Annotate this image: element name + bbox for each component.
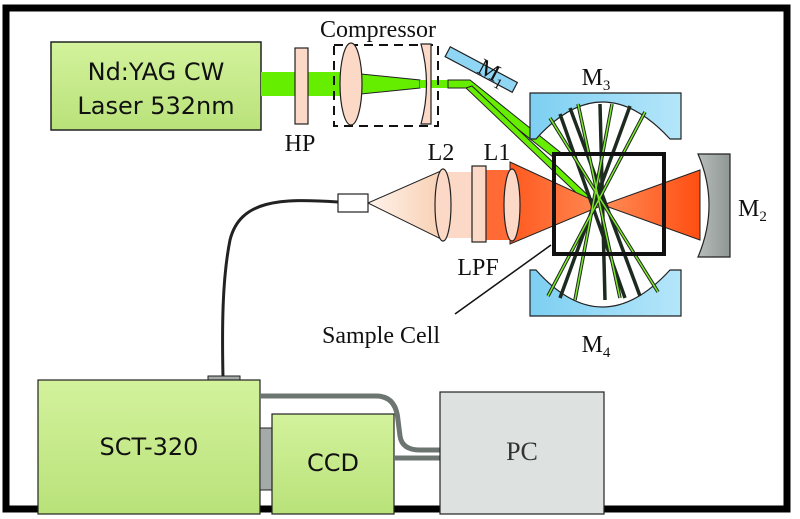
computer: PC [439, 391, 605, 515]
sample-cell-leader-line [454, 244, 552, 315]
mirror-m2: M2 [697, 153, 767, 258]
collection-optics: L2 L1 LPF [366, 140, 521, 281]
optical-fiber [221, 199, 339, 379]
m4-label: M4 [582, 332, 611, 361]
cable-sct-to-pc [260, 393, 440, 453]
pc-label: PC [506, 437, 538, 466]
m3-label: M3 [582, 65, 611, 94]
laser-label-line2: Laser 532nm [77, 92, 234, 120]
hp-label: HP [285, 131, 316, 157]
fiber-coupler [337, 193, 369, 213]
spectrometer-box [37, 379, 261, 515]
laser-label-line1: Nd:YAG CW [88, 58, 225, 86]
laser-box [50, 41, 262, 131]
ccd-adapter [259, 427, 273, 491]
sample-cell-label: Sample Cell [322, 323, 440, 349]
compressor-dashed-box [333, 44, 439, 127]
long-pass-filter [471, 165, 487, 243]
ccd-label: CCD [307, 449, 359, 477]
compressor-lens-1 [339, 42, 363, 126]
spectrometer-label: SCT-320 [100, 433, 199, 461]
l1-label: L1 [484, 140, 511, 166]
mirror-m1 [444, 46, 519, 94]
mirror-m4: M4 [529, 269, 682, 361]
lens-l1 [503, 168, 521, 242]
lpf-label: LPF [457, 255, 498, 281]
mirror-m3: M3 [529, 65, 682, 140]
sample-cell [552, 152, 666, 256]
ccd-box [271, 413, 395, 515]
spectrometer: SCT-320 [37, 375, 261, 515]
compressor-lens-2 [420, 43, 432, 125]
compressor-label: Compressor [320, 17, 436, 43]
l2-label: L2 [428, 140, 455, 166]
compressor: Compressor [320, 17, 439, 127]
ccd-camera: CCD [271, 413, 395, 515]
m2-label: M2 [738, 196, 767, 225]
lens-l2 [434, 168, 452, 242]
multipass-green-highlights [547, 103, 659, 301]
pc-box [439, 391, 605, 515]
half-wave-plate [294, 47, 309, 125]
laser-source: Nd:YAG CW Laser 532nm [50, 41, 262, 131]
